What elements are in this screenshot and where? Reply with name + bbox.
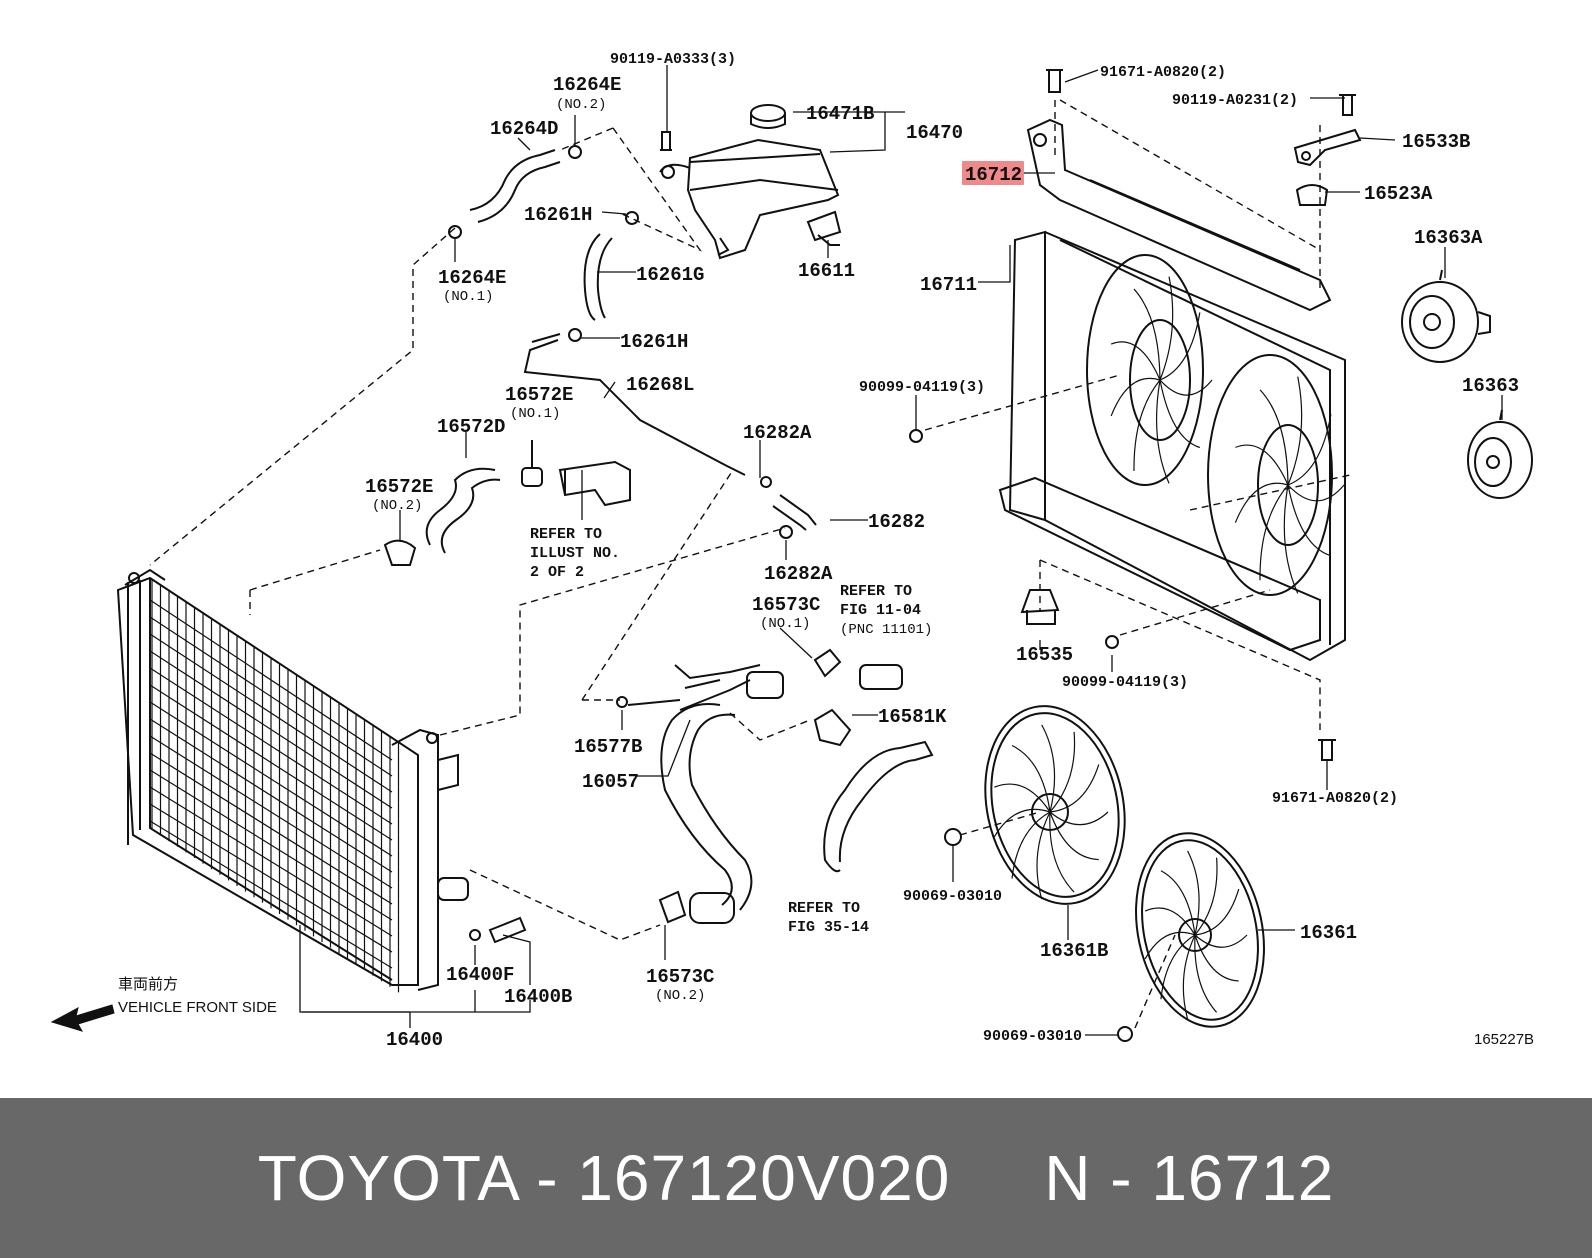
label-16363A: 16363A	[1414, 227, 1483, 249]
label-91671-A0820-lower: 91671-A0820(2)	[1272, 790, 1398, 807]
label-90099-04119-lower: 90099-04119(3)	[1062, 674, 1188, 691]
label-no1-c: (NO.1)	[760, 616, 810, 632]
label-16572D: 16572D	[437, 416, 505, 438]
label-16264E-top: 16264E	[553, 74, 621, 96]
fittings	[383, 440, 1060, 924]
note-fig-35-14: FIG 35-14	[788, 919, 869, 936]
label-no1-b: (NO.1)	[510, 406, 560, 422]
label-16523A: 16523A	[1364, 183, 1433, 205]
fan-motor-16363A	[1401, 269, 1491, 363]
label-16264E-lower: 16264E	[438, 267, 506, 289]
vehicle-front-arrow-icon	[50, 1004, 115, 1032]
part-number-text: TOYOTA - 167120V020 N - 16712	[257, 1142, 1335, 1214]
label-16268L: 16268L	[626, 374, 694, 396]
note-fig-11-04: FIG 11-04	[840, 602, 921, 619]
label-16363: 16363	[1462, 375, 1519, 397]
label-16261H-top: 16261H	[524, 204, 592, 226]
part-number-banner: TOYOTA - 167120V020 N - 16712	[0, 1098, 1592, 1258]
label-91671-A0820-top: 91671-A0820(2)	[1100, 64, 1226, 81]
label-16361B: 16361B	[1040, 940, 1108, 962]
label-16400B: 16400B	[504, 986, 572, 1008]
dashed-reference-lines	[149, 99, 1351, 1029]
label-16400: 16400	[386, 1029, 443, 1051]
label-16400F: 16400F	[446, 964, 514, 986]
label-16282A-lower: 16282A	[764, 563, 833, 585]
label-16572E-lower: 16572E	[365, 476, 433, 498]
label-no2-b: (NO.2)	[372, 498, 422, 514]
label-diagram-id: 165227B	[1474, 1031, 1534, 1048]
label-no2-c: (NO.2)	[655, 988, 705, 1004]
note-2-of-2: 2 OF 2	[530, 564, 584, 581]
note-refer-to-c: REFER TO	[788, 900, 860, 917]
note-front-jp: 車両前方	[118, 976, 178, 993]
label-16282: 16282	[868, 511, 925, 533]
label-90099-04119-top: 90099-04119(3)	[859, 379, 985, 396]
shroud-fan-blades	[1110, 276, 1345, 594]
label-16581K: 16581K	[878, 706, 947, 728]
clamps-and-bolts	[448, 69, 1356, 1042]
reservoir-tank-16470	[659, 104, 842, 260]
label-no1-a: (NO.1)	[443, 289, 493, 305]
fan-16361	[1135, 832, 1265, 1028]
label-16261G: 16261G	[636, 264, 704, 286]
hoses-lower	[660, 664, 934, 924]
radiator-core-fins	[149, 580, 400, 993]
label-90069-03010-lower: 90069-03010	[983, 1028, 1082, 1045]
highlight-16712	[962, 161, 1024, 185]
label-16261H-lower: 16261H	[620, 331, 688, 353]
support-16712	[1026, 118, 1362, 312]
label-16572E-top: 16572E	[505, 384, 573, 406]
fan-shroud-16711	[998, 230, 1346, 662]
note-front-en: VEHICLE FRONT SIDE	[118, 999, 277, 1016]
label-16611: 16611	[798, 260, 855, 282]
parts-diagram: 90119-A0333(3) 16264E (NO.2) 16264D 1647…	[50, 51, 1534, 1051]
fan-16361B	[984, 705, 1126, 905]
label-16573C-lower: 16573C	[646, 966, 714, 988]
label-16471B: 16471B	[806, 103, 874, 125]
label-16535: 16535	[1016, 644, 1073, 666]
note-refer-to-b: REFER TO	[840, 583, 912, 600]
label-90119-A0333: 90119-A0333(3)	[610, 51, 736, 68]
label-no2-a: (NO.2)	[556, 97, 606, 113]
label-16573C-top: 16573C	[752, 594, 820, 616]
part-labels: 90119-A0333(3) 16264E (NO.2) 16264D 1647…	[118, 51, 1534, 1051]
label-16712: 16712	[965, 164, 1022, 186]
label-90119-A0231: 90119-A0231(2)	[1172, 92, 1298, 109]
label-16533B: 16533B	[1402, 131, 1470, 153]
leader-lines	[299, 65, 1503, 1036]
note-refer-to-a: REFER TO	[530, 526, 602, 543]
note-pnc-11101: (PNC 11101)	[840, 622, 932, 638]
label-16057: 16057	[582, 771, 639, 793]
fan-motor-16363	[1467, 409, 1533, 499]
label-16577B: 16577B	[574, 736, 642, 758]
hoses-upper	[425, 149, 817, 711]
label-90069-03010-top: 90069-03010	[903, 888, 1002, 905]
label-16264D: 16264D	[490, 118, 558, 140]
note-illust-no: ILLUST NO.	[530, 545, 620, 562]
label-16711: 16711	[920, 274, 977, 296]
radiator-16400	[116, 568, 527, 993]
label-16470: 16470	[906, 122, 963, 144]
label-16361: 16361	[1300, 922, 1357, 944]
label-16282A-top: 16282A	[743, 422, 812, 444]
